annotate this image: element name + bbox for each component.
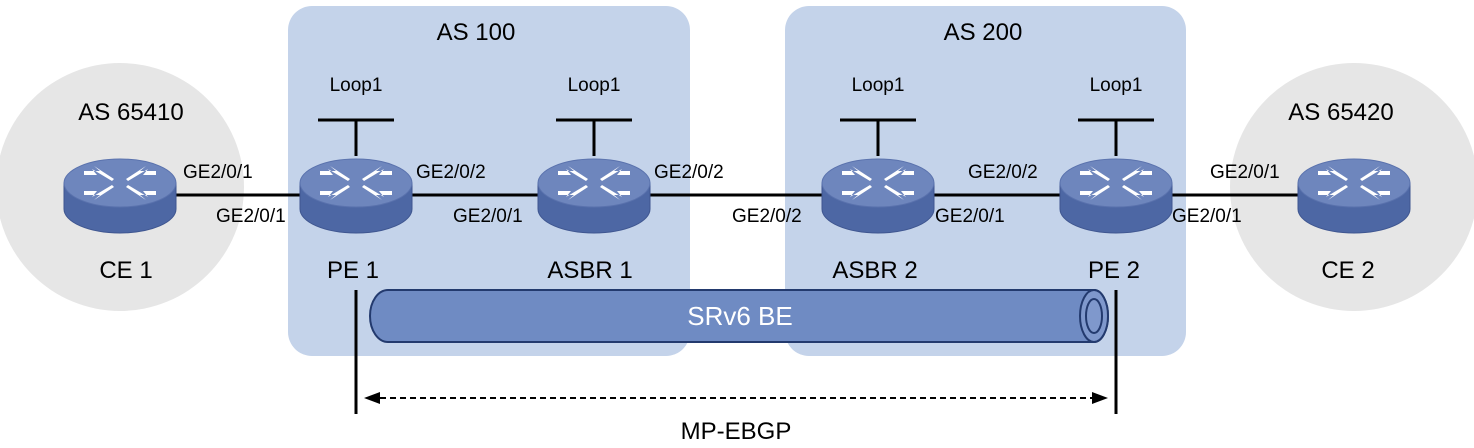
as65420-label: AS 65420 bbox=[1288, 99, 1393, 126]
pe1-loopback-label: Loop1 bbox=[330, 75, 383, 96]
pe1-core-interface-label: GE2/0/2 bbox=[416, 162, 486, 183]
pe2-core-interface-label: GE2/0/2 bbox=[968, 162, 1038, 183]
router-icon bbox=[1297, 158, 1411, 234]
pe2-name: PE 2 bbox=[1088, 257, 1140, 284]
tunnel-label: SRv6 BE bbox=[687, 301, 793, 331]
loopback-symbols bbox=[318, 118, 1154, 156]
mp-ebgp-session-arrow bbox=[364, 392, 1108, 404]
session-label: MP-EBGP bbox=[681, 418, 792, 445]
pe1-ce-interface-label: GE2/0/1 bbox=[216, 206, 286, 227]
session-endpoints bbox=[354, 290, 1118, 414]
as200-region bbox=[785, 6, 1186, 356]
router-icon bbox=[1059, 158, 1173, 234]
ce2-name: CE 2 bbox=[1321, 257, 1374, 284]
router-icon bbox=[63, 158, 177, 234]
asbr1-loopback-label: Loop1 bbox=[568, 75, 621, 96]
ce1-interface-label: GE2/0/1 bbox=[183, 162, 253, 183]
pe2-ce-interface-label: GE2/0/1 bbox=[1172, 206, 1242, 227]
asbr1-name: ASBR 1 bbox=[547, 257, 632, 284]
pe2-loopback-label: Loop1 bbox=[1090, 75, 1143, 96]
asbr2-loopback-label: Loop1 bbox=[852, 75, 905, 96]
ce1-name: CE 1 bbox=[99, 257, 152, 284]
asbr2-name: ASBR 2 bbox=[832, 257, 917, 284]
as200-label: AS 200 bbox=[944, 19, 1023, 46]
router-icon bbox=[821, 158, 935, 234]
router-icon bbox=[299, 158, 413, 234]
srv6-be-tunnel bbox=[369, 289, 1109, 343]
ce2-interface-label: GE2/0/1 bbox=[1210, 162, 1280, 183]
as100-label: AS 100 bbox=[437, 19, 516, 46]
router-icon bbox=[537, 158, 651, 234]
as65410-label: AS 65410 bbox=[78, 99, 183, 126]
asbr2-pe-interface-label: GE2/0/1 bbox=[935, 206, 1005, 227]
asbr1-inter-as-interface-label: GE2/0/2 bbox=[654, 162, 724, 183]
pe1-name: PE 1 bbox=[327, 257, 379, 284]
asbr2-inter-as-interface-label: GE2/0/2 bbox=[732, 206, 802, 227]
asbr1-pe-interface-label: GE2/0/1 bbox=[453, 206, 523, 227]
as100-region bbox=[288, 6, 690, 356]
